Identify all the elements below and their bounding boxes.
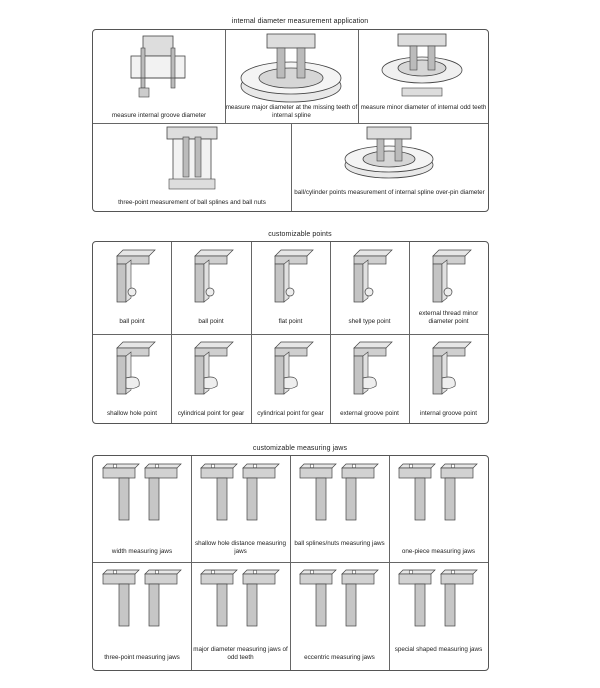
- spline-ring-illustration-icon: [240, 33, 342, 103]
- point-cell: cylindrical point for gear: [171, 334, 251, 424]
- jaw-cell: major diameter measuring jaws of odd tee…: [191, 562, 290, 668]
- point-cell: ball point: [93, 242, 171, 332]
- measuring-jaws-icon: [398, 463, 478, 521]
- shallow-hole-point-icon: [116, 341, 156, 395]
- point-caption: shell type point: [348, 318, 391, 325]
- flat-point-icon: [274, 249, 314, 303]
- jaw-cell: three-point measuring jaws: [93, 562, 191, 668]
- odd-teeth-ring-illustration-icon: [381, 33, 463, 97]
- jaw-caption: one-piece measuring jaws: [401, 548, 476, 555]
- point-caption: external thread minor diameter point: [418, 310, 479, 325]
- measuring-jaws-icon: [200, 569, 280, 627]
- point-cell: external groove point: [330, 334, 409, 424]
- application-caption: measure minor diameter of internal odd t…: [360, 104, 487, 111]
- jaw-caption: eccentric measuring jaws: [304, 654, 375, 661]
- point-caption: flat point: [278, 318, 303, 325]
- point-caption: internal groove point: [419, 410, 478, 417]
- point-caption: ball point: [119, 318, 145, 325]
- jaws-title: customizable measuring jaws: [252, 445, 348, 452]
- points-panel: ball point ball point flat point shell type…: [92, 241, 489, 424]
- measuring-jaws-icon: [102, 463, 182, 521]
- jaw-caption: three-point measuring jaws: [104, 654, 180, 661]
- point-caption: ball point: [198, 318, 224, 325]
- jaw-caption: special shaped measuring jaws: [394, 646, 483, 653]
- application-ball-splines: three-point measurement of ball splines …: [93, 123, 291, 211]
- application-minor-diameter: measure minor diameter of internal odd t…: [358, 30, 489, 123]
- internal-groove-point-icon: [432, 341, 472, 395]
- measuring-jaws-icon: [398, 569, 478, 627]
- thread-point-icon: [432, 249, 472, 303]
- jaw-caption: major diameter measuring jaws of odd tee…: [193, 646, 288, 661]
- application-caption: three-point measurement of ball splines …: [118, 199, 266, 206]
- application-caption: measure major diameter at the missing te…: [225, 104, 358, 119]
- jaw-cell: width measuring jaws: [93, 456, 191, 562]
- measuring-jaws-icon: [299, 463, 379, 521]
- point-cell: shell type point: [330, 242, 409, 332]
- application-groove-diameter: measure internal groove diameter: [93, 30, 225, 123]
- application-major-diameter: measure major diameter at the missing te…: [225, 30, 358, 123]
- groove-gauge-illustration-icon: [130, 35, 186, 98]
- jaw-caption: width measuring jaws: [111, 548, 173, 555]
- cylindrical-point-icon: [274, 341, 314, 395]
- point-caption: shallow hole point: [106, 410, 158, 417]
- ball-point-icon: [194, 249, 234, 303]
- points-title: customizable points: [268, 231, 332, 238]
- application-over-pin-diameter: ball/cylinder points measurement of inte…: [291, 123, 488, 211]
- point-cell: cylindrical point for gear: [251, 334, 330, 424]
- measuring-jaws-icon: [102, 569, 182, 627]
- point-cell: shallow hole point: [93, 334, 171, 424]
- jaws-panel: width measuring jaws shallow hole distanc…: [92, 455, 489, 671]
- application-caption: measure internal groove diameter: [111, 112, 207, 119]
- ball-spline-nut-illustration-icon: [166, 126, 218, 190]
- shell-point-icon: [353, 249, 393, 303]
- point-cell: external thread minor diameter point: [409, 242, 488, 332]
- external-groove-point-icon: [353, 341, 393, 395]
- point-caption: cylindrical point for gear: [177, 410, 245, 417]
- jaw-caption: shallow hole distance measuring jaws: [194, 540, 286, 555]
- ball-point-icon: [116, 249, 156, 303]
- measuring-jaws-icon: [299, 569, 379, 627]
- point-caption: external groove point: [340, 410, 399, 417]
- jaw-cell: one-piece measuring jaws: [389, 456, 488, 562]
- jaw-cell: shallow hole distance measuring jaws: [191, 456, 290, 562]
- jaw-cell: eccentric measuring jaws: [290, 562, 389, 668]
- applications-title: internal diameter measurement applicatio…: [231, 18, 369, 25]
- measuring-jaws-icon: [200, 463, 280, 521]
- jaw-caption: ball splines/nuts measuring jaws: [294, 540, 385, 547]
- over-pin-ring-illustration-icon: [344, 126, 434, 179]
- jaw-cell: ball splines/nuts measuring jaws: [290, 456, 389, 562]
- application-caption: ball/cylinder points measurement of inte…: [294, 189, 485, 196]
- point-cell: internal groove point: [409, 334, 488, 424]
- point-cell: ball point: [171, 242, 251, 332]
- point-cell: flat point: [251, 242, 330, 332]
- applications-panel: measure internal groove diameter measure…: [92, 29, 489, 212]
- point-caption: cylindrical point for gear: [257, 410, 324, 417]
- jaw-cell: special shaped measuring jaws: [389, 562, 488, 668]
- cylindrical-point-icon: [194, 341, 234, 395]
